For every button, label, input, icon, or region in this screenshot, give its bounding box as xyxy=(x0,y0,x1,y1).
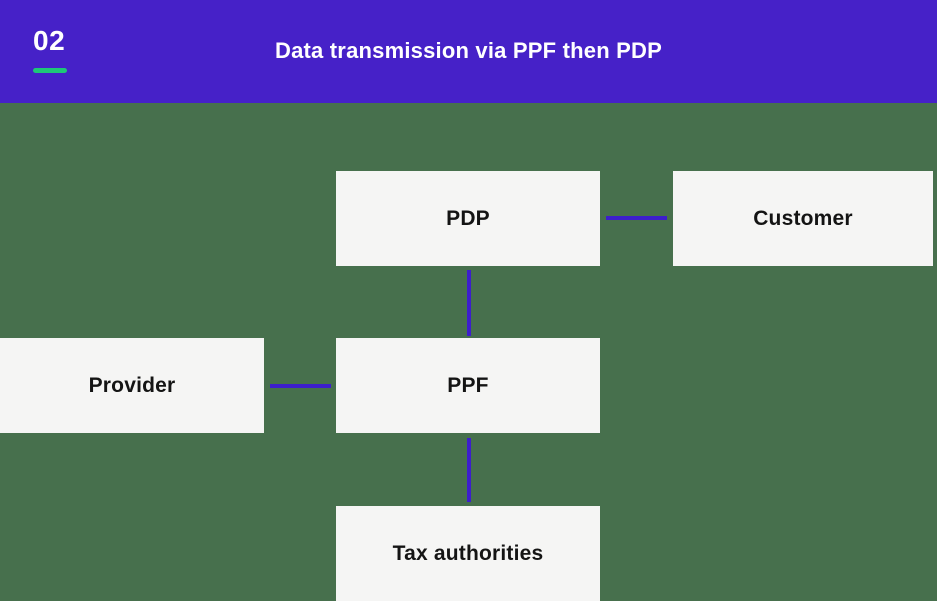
connector-ppf-tax-authorities xyxy=(467,438,471,502)
diagram-node-pdp: PDP xyxy=(336,171,600,266)
diagram-node-provider: Provider xyxy=(0,338,264,433)
diagram-node-customer: Customer xyxy=(673,171,933,266)
node-label-pdp: PDP xyxy=(446,206,490,230)
slide-number-group: 02 xyxy=(33,27,67,73)
node-label-provider: Provider xyxy=(88,373,176,397)
slide-number-underline xyxy=(33,68,67,73)
diagram-node-ppf: PPF xyxy=(336,338,600,433)
node-label-tax-authorities: Tax authorities xyxy=(392,541,544,565)
diagram-canvas: PDP Customer Provider PPF Tax authoritie… xyxy=(0,103,937,601)
connector-provider-ppf xyxy=(270,384,331,388)
header-bar: 02 Data transmission via PPF then PDP xyxy=(0,0,937,103)
connector-pdp-customer xyxy=(606,216,667,220)
slide-title: Data transmission via PPF then PDP xyxy=(274,38,663,63)
node-label-ppf: PPF xyxy=(447,373,489,397)
connector-pdp-ppf xyxy=(467,270,471,336)
slide-number: 02 xyxy=(33,25,66,56)
node-label-customer: Customer xyxy=(753,206,853,230)
diagram-node-tax-authorities: Tax authorities xyxy=(336,506,600,601)
